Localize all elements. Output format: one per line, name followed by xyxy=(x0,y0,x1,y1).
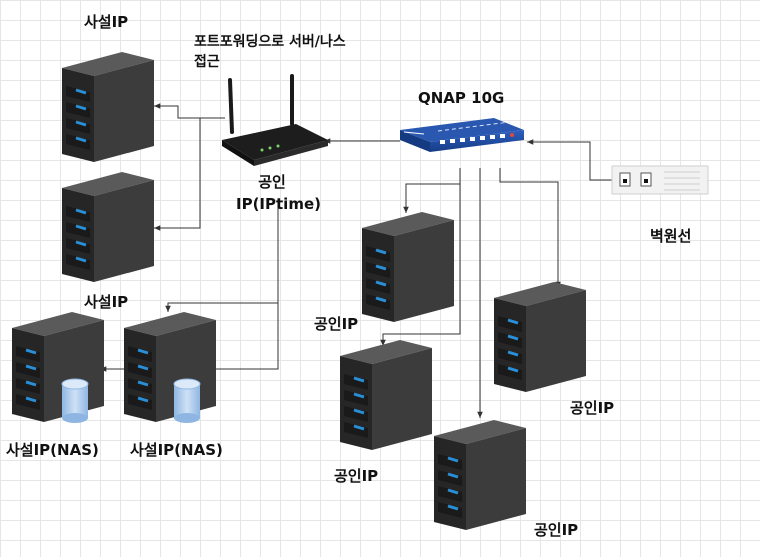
label-nas-right: 사설IP(NAS) xyxy=(130,441,223,459)
server-public-a xyxy=(360,210,456,324)
label-private-ip-top: 사설IP xyxy=(84,13,129,31)
wire-qnap-to-public-b xyxy=(380,168,461,346)
label-qnap: QNAP 10G xyxy=(418,89,505,107)
label-public-ip-d: 공인IP xyxy=(570,399,615,417)
label-router-line2: IP(IPtime) xyxy=(236,195,321,213)
label-wall-jack: 벽원선 xyxy=(650,227,692,245)
server-private-top xyxy=(60,50,156,164)
nas-disk-left-icon xyxy=(61,378,89,424)
wire-wall-to-qnap xyxy=(527,139,612,181)
qnap-switch-icon xyxy=(400,118,524,152)
server-nas-right xyxy=(122,310,218,424)
wire-router-to-server-2 xyxy=(154,118,201,231)
server-nas-left xyxy=(10,310,106,424)
server-public-c xyxy=(432,418,528,532)
wall-jack-icon xyxy=(611,165,709,195)
wire-qnap-to-public-d xyxy=(499,168,561,288)
label-public-ip-b: 공인IP xyxy=(334,467,379,485)
wire-router-to-nas-right xyxy=(165,202,279,312)
label-public-ip-c: 공인IP xyxy=(534,521,579,539)
label-nas-left: 사설IP(NAS) xyxy=(6,441,99,459)
label-port-forward-line1: 포트포워딩으로 서버/나스 xyxy=(194,34,346,50)
wire-qnap-to-public-a xyxy=(403,168,461,213)
nas-disk-right-icon xyxy=(173,378,201,424)
server-public-d xyxy=(492,280,588,394)
wire-router-to-server-1 xyxy=(154,103,225,119)
label-port-forward-line2: 접근 xyxy=(194,54,220,70)
server-private-mid xyxy=(60,170,156,284)
server-public-b xyxy=(338,338,434,452)
label-router-line1: 공인 xyxy=(258,173,286,191)
label-public-ip-a: 공인IP xyxy=(314,315,359,333)
wires xyxy=(100,103,612,418)
router-icon xyxy=(222,74,328,166)
label-private-ip-mid: 사설IP xyxy=(84,293,129,311)
